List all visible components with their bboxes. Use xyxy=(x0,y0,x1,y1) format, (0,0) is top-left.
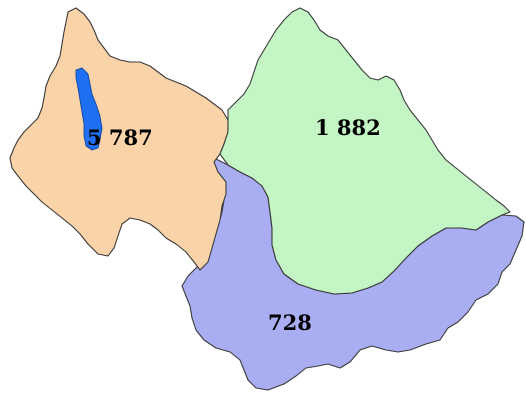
region-label-south: 728 xyxy=(268,310,312,335)
region-label-northeast: 1 882 xyxy=(315,115,381,140)
lake-shape xyxy=(75,67,103,151)
region-label-west: 5 787 xyxy=(87,125,153,150)
region-northeast[interactable] xyxy=(219,7,511,295)
region-west[interactable] xyxy=(9,7,229,271)
